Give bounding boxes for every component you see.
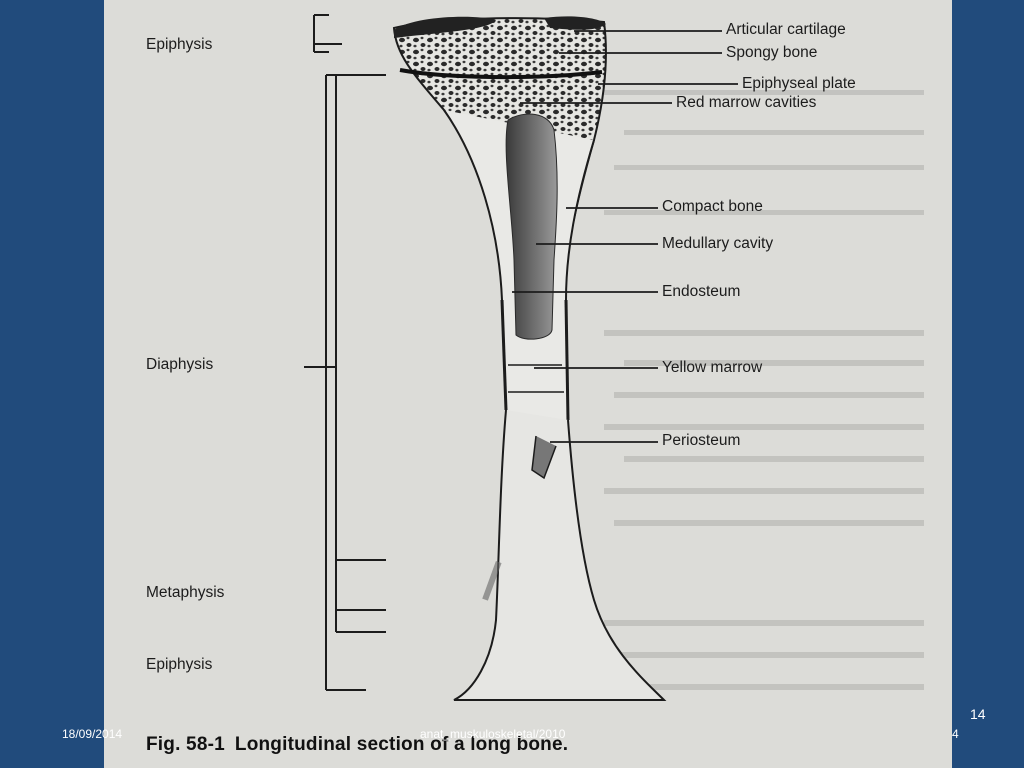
label-spongy-bone: Spongy bone bbox=[726, 44, 818, 61]
articular-cartilage-right bbox=[544, 16, 606, 30]
label-medullary-cavity: Medullary cavity bbox=[662, 235, 774, 252]
label-epiphysis-top: Epiphysis bbox=[146, 36, 213, 53]
figure-number: Fig. 58-1 bbox=[146, 734, 225, 755]
label-yellow-marrow: Yellow marrow bbox=[662, 359, 763, 376]
footer-date: 18/09/2014 bbox=[62, 727, 123, 741]
artist-signature-mark bbox=[482, 561, 502, 601]
footer-center-text: anat_muskuloskeletal/2010 bbox=[420, 727, 566, 741]
bone-diagram bbox=[304, 14, 924, 701]
figure-caption: Fig. 58-1 Longitudinal section of a long … bbox=[146, 734, 568, 756]
footer-page-number: 4 bbox=[952, 727, 959, 741]
medullary-cavity-shape bbox=[505, 113, 558, 340]
epiphyseal-plate-line bbox=[399, 68, 603, 80]
compact-bone-wall-right bbox=[564, 299, 570, 421]
label-compact-bone: Compact bone bbox=[662, 198, 763, 215]
periosteum-flap bbox=[531, 435, 557, 480]
left-region-bracket bbox=[304, 14, 386, 691]
label-periosteum: Periosteum bbox=[662, 432, 741, 449]
compact-bone-wall-left bbox=[500, 299, 508, 411]
label-red-marrow-cavities: Red marrow cavities bbox=[676, 94, 817, 111]
label-diaphysis: Diaphysis bbox=[146, 356, 214, 373]
articular-cartilage-left bbox=[394, 16, 496, 38]
slide-number: 14 bbox=[970, 706, 986, 722]
label-epiphysis-bottom: Epiphysis bbox=[146, 656, 213, 673]
label-endosteum: Endosteum bbox=[662, 283, 741, 300]
bone-distal-outline bbox=[453, 409, 667, 701]
figure-caption-text: Longitudinal section of a long bone. bbox=[234, 734, 569, 755]
bleed-through-texture bbox=[604, 90, 924, 690]
label-metaphysis: Metaphysis bbox=[146, 584, 225, 601]
label-epiphyseal-plate: Epiphyseal plate bbox=[742, 75, 856, 92]
right-leader-lines bbox=[512, 30, 738, 443]
label-articular-cartilage: Articular cartilage bbox=[726, 21, 846, 38]
scanned-page: Epiphysis Diaphysis Metaphysis Epiphysis… bbox=[104, 0, 952, 768]
